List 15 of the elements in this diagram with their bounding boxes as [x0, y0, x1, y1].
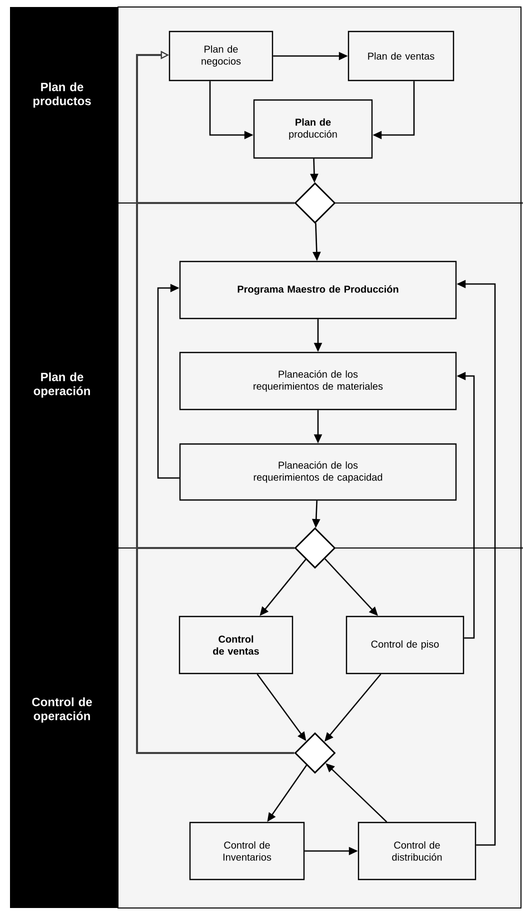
process-box: Plan de negocios: [168, 30, 274, 82]
sidebar-label: Plan de productos: [33, 82, 91, 108]
process-box: Planeación de los requerimientos de materiales: [179, 352, 457, 410]
process-box: Control de distribución: [358, 822, 476, 880]
arrow: [157, 284, 180, 479]
process-box: Programa Maestro de Producción: [179, 260, 457, 320]
process-box: Control de ventas: [178, 616, 294, 674]
arrow: [136, 50, 294, 754]
process-box: Control de piso: [346, 616, 464, 674]
process-box: Plan de ventas: [348, 30, 454, 82]
sidebar-label: Control de operación: [32, 697, 92, 723]
process-box: Control de Inventarios: [189, 822, 305, 880]
sidebar-label: Plan de operación: [34, 372, 90, 398]
process-box: Planeación de los requerimientos de capacidad: [179, 443, 457, 501]
process-box: Plan de producción: [253, 99, 373, 159]
